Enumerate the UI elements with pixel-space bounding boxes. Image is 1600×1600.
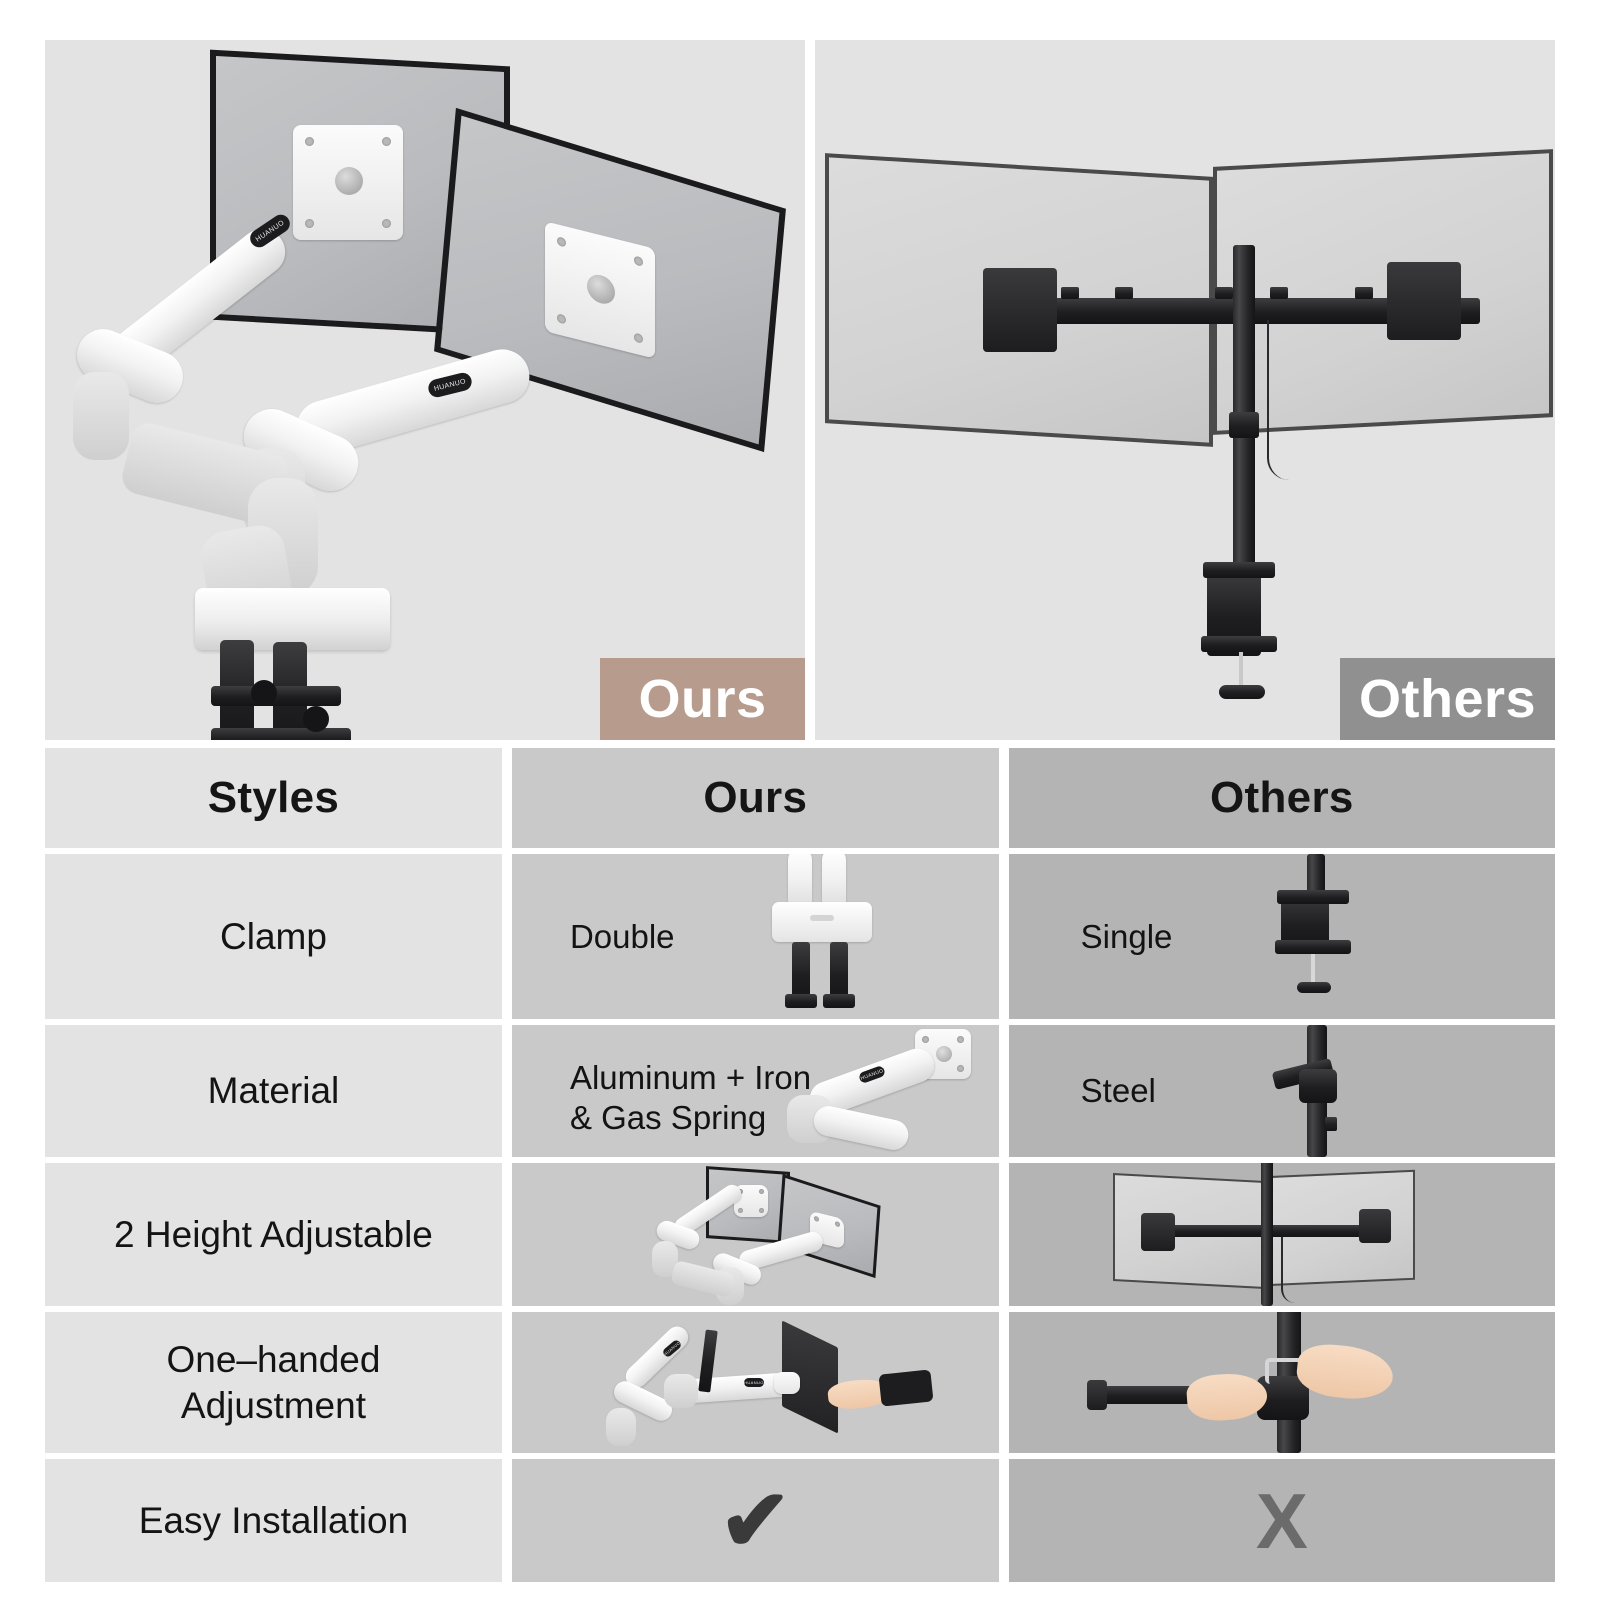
sleeve <box>878 1369 934 1407</box>
ours-value: Double <box>569 917 675 955</box>
table-row: Easy Installation ✔ X <box>45 1459 1555 1582</box>
clamp-knob <box>1219 685 1265 699</box>
ours-value-line1: Aluminum + Iron <box>569 1059 812 1096</box>
style-label-line2: Adjustment <box>180 1384 366 1426</box>
style-label: Easy Installation <box>138 1499 409 1541</box>
header-label-others: Others <box>1210 773 1354 822</box>
badge-others: Others <box>1340 658 1555 740</box>
hand-left <box>1185 1371 1269 1423</box>
row-style-installation: Easy Installation <box>45 1459 502 1582</box>
header-label-ours: Ours <box>703 773 808 822</box>
two-hands-adjusting-art <box>1079 1312 1499 1453</box>
black-single-clamp-art <box>1259 854 1379 1019</box>
one-hand-adjusting-art: HUANUO HUANUO <box>604 1312 999 1453</box>
row-ours-onehanded: HUANUO HUANUO <box>511 1312 999 1453</box>
row-ours-material: Aluminum + Iron & Gas Spring HUANUO <box>511 1025 999 1157</box>
table-row: Clamp Double Single <box>45 854 1555 1019</box>
row-others-height <box>1008 1163 1555 1306</box>
hero-photo-others: Others <box>815 40 1555 740</box>
style-label: Clamp <box>220 915 327 957</box>
table-row: Material Aluminum + Iron & Gas Spring HU… <box>45 1025 1555 1157</box>
row-others-installation: X <box>1008 1459 1555 1582</box>
others-value: Steel <box>1080 1072 1156 1110</box>
row-style-material: Material <box>45 1025 502 1157</box>
row-ours-installation: ✔ <box>511 1459 999 1582</box>
row-ours-height <box>511 1163 999 1306</box>
style-label-line1: One–handed <box>166 1339 381 1381</box>
black-pole-closeup-art <box>1259 1025 1379 1157</box>
comparison-table: Styles Ours Others Clamp Double <box>45 748 1555 1582</box>
vesa-bracket-left <box>983 268 1057 352</box>
black-pole-dual-mount-art <box>815 40 1555 740</box>
others-value: Single <box>1080 917 1173 955</box>
row-style-height: 2 Height Adjustable <box>45 1163 502 1306</box>
vertical-pole <box>1233 245 1255 575</box>
white-double-clamp-art <box>760 854 900 1019</box>
hero-photo-ours: HUANUO HUANUO Ours <box>45 40 805 740</box>
header-label-styles: Styles <box>207 773 340 822</box>
black-pole-two-monitors-art <box>1105 1163 1505 1306</box>
row-ours-clamp: Double <box>511 854 999 1019</box>
ours-value-line2: & Gas Spring <box>569 1099 767 1136</box>
cable <box>1267 320 1289 480</box>
table-row: 2 Height Adjustable <box>45 1163 1555 1306</box>
style-label: Material <box>207 1070 340 1112</box>
vesa-plate-back <box>293 125 403 240</box>
header-cell-ours: Ours <box>511 748 999 848</box>
style-label: 2 Height Adjustable <box>114 1213 433 1255</box>
header-cell-styles: Styles <box>45 748 502 848</box>
badge-ours: Ours <box>600 658 805 740</box>
row-style-clamp: Clamp <box>45 854 502 1019</box>
row-others-clamp: Single <box>1008 854 1555 1019</box>
check-icon: ✔ <box>719 1472 792 1569</box>
white-arms-two-monitors-art <box>630 1163 950 1306</box>
vesa-bracket-right <box>1387 262 1461 340</box>
white-arm-closeup-art: HUANUO <box>786 1025 999 1157</box>
table-header-row: Styles Ours Others <box>45 748 1555 848</box>
row-others-onehanded <box>1008 1312 1555 1453</box>
row-others-material: Steel <box>1008 1025 1555 1157</box>
hand-right <box>1294 1341 1396 1403</box>
desk-base-plate <box>195 588 390 650</box>
x-icon: X <box>1255 1476 1308 1565</box>
hero-section: HUANUO HUANUO Ours <box>45 40 1555 740</box>
white-dual-monitor-arm-art: HUANUO HUANUO <box>45 40 805 740</box>
monitor-right <box>1213 149 1553 435</box>
header-cell-others: Others <box>1008 748 1555 848</box>
joint-back <box>73 372 129 460</box>
clamp-crossbar-bottom <box>211 728 351 740</box>
